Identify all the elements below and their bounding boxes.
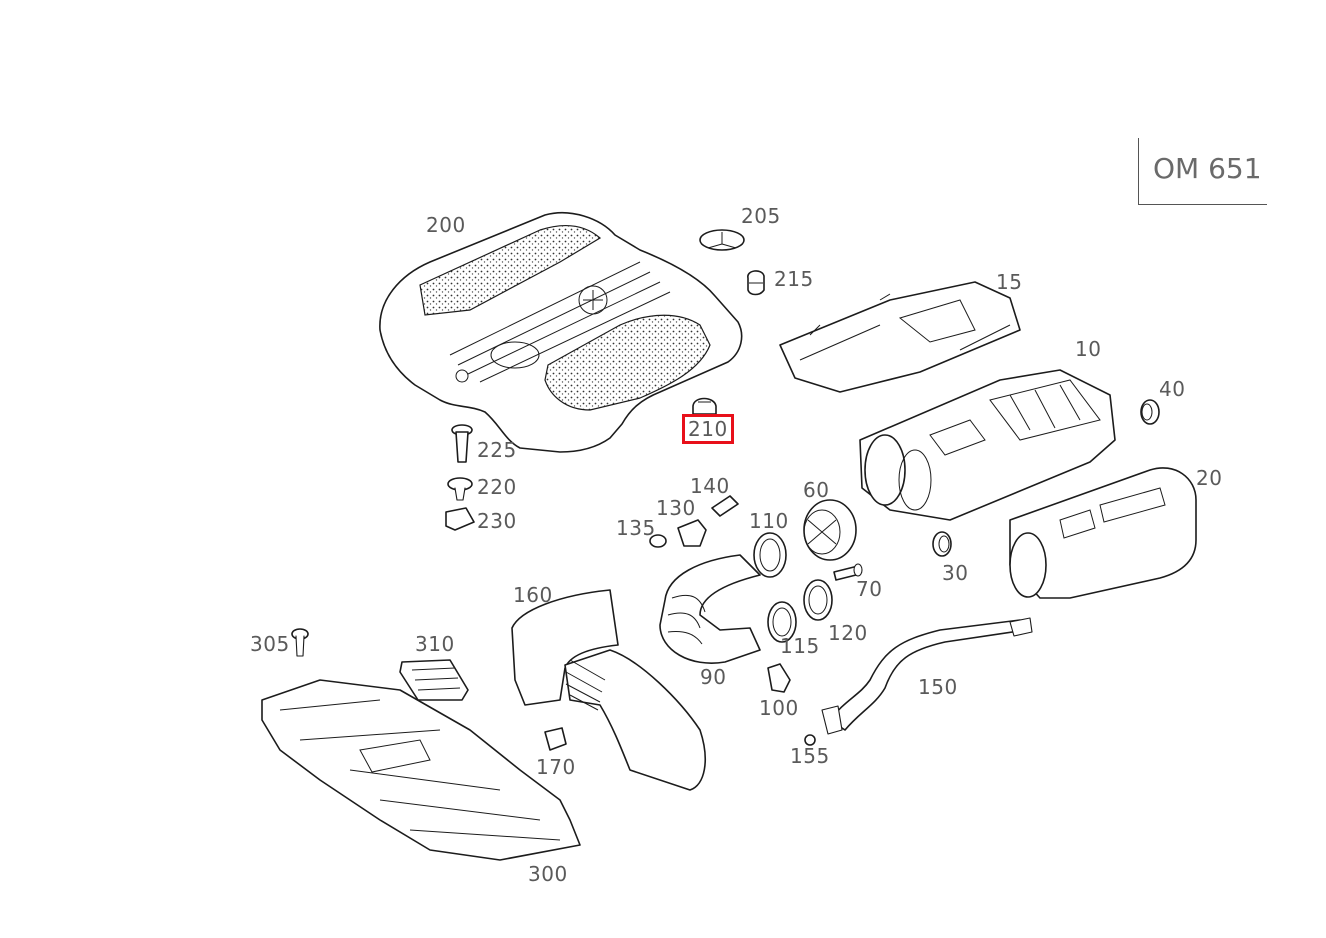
duct-clip-drawing[interactable] — [544, 727, 567, 751]
callout-310[interactable]: 310 — [415, 632, 455, 656]
o-ring-drawing[interactable] — [649, 534, 667, 548]
callout-225[interactable]: 225 — [477, 438, 517, 462]
callout-40[interactable]: 40 — [1159, 377, 1186, 401]
callout-130[interactable]: 130 — [656, 496, 696, 520]
callout-115[interactable]: 115 — [780, 634, 820, 658]
mounting-pin-drawing[interactable] — [451, 424, 473, 463]
hose-clamp-a-drawing[interactable] — [753, 532, 787, 578]
grommet-drawing[interactable] — [747, 270, 765, 296]
callout-140[interactable]: 140 — [690, 474, 730, 498]
callout-30[interactable]: 30 — [942, 561, 969, 585]
callout-305[interactable]: 305 — [250, 632, 290, 656]
air-box-drawing[interactable] — [859, 369, 1116, 521]
sealing-ring-drawing[interactable] — [767, 601, 797, 643]
hose-clamp-b-drawing[interactable] — [803, 579, 833, 621]
callout-15[interactable]: 15 — [996, 270, 1023, 294]
underbody-air-duct-drawing[interactable] — [261, 679, 581, 861]
air-box-lid-drawing[interactable] — [779, 281, 1021, 393]
callout-205[interactable]: 205 — [741, 204, 781, 228]
air-grille-drawing[interactable] — [399, 659, 469, 701]
temperature-sensor-drawing[interactable] — [767, 663, 791, 693]
sensor-plug-drawing[interactable] — [711, 495, 739, 517]
callout-110[interactable]: 110 — [749, 509, 789, 533]
push-rivet-drawing[interactable] — [291, 628, 309, 657]
clip-drawing[interactable] — [447, 477, 473, 501]
callout-150[interactable]: 150 — [918, 675, 958, 699]
callout-300[interactable]: 300 — [528, 862, 568, 886]
callout-200[interactable]: 200 — [426, 213, 466, 237]
charge-air-hose-drawing[interactable] — [659, 554, 761, 664]
cap-drawing[interactable] — [1140, 399, 1160, 425]
bracket-clip-drawing[interactable] — [445, 507, 475, 531]
callout-100[interactable]: 100 — [759, 696, 799, 720]
intake-duct-drawing[interactable] — [511, 589, 706, 791]
air-filter-element-drawing[interactable] — [1009, 467, 1197, 599]
seal-ring-drawing[interactable] — [932, 531, 952, 557]
engine-code-label: OM 651 — [1153, 152, 1262, 185]
rubber-mount-drawing[interactable] — [692, 397, 717, 415]
callout-210-selected[interactable]: 210 — [682, 414, 734, 444]
callout-155[interactable]: 155 — [790, 744, 830, 768]
callout-120[interactable]: 120 — [828, 621, 868, 645]
callout-220[interactable]: 220 — [477, 475, 517, 499]
pressure-sensor-drawing[interactable] — [677, 519, 707, 547]
callout-230[interactable]: 230 — [477, 509, 517, 533]
callout-20[interactable]: 20 — [1196, 466, 1223, 490]
star-emblem-drawing[interactable] — [699, 229, 745, 251]
hose-clip-drawing[interactable] — [804, 705, 843, 746]
air-mass-sensor-drawing[interactable] — [803, 499, 857, 561]
callout-70[interactable]: 70 — [856, 577, 883, 601]
screw-drawing[interactable] — [833, 563, 863, 581]
callout-170[interactable]: 170 — [536, 755, 576, 779]
callout-90[interactable]: 90 — [700, 665, 727, 689]
engine-cover-drawing[interactable] — [379, 211, 743, 453]
callout-135[interactable]: 135 — [616, 516, 656, 540]
callout-10[interactable]: 10 — [1075, 337, 1102, 361]
callout-60[interactable]: 60 — [803, 478, 830, 502]
vent-pipe-drawing[interactable] — [829, 617, 1033, 731]
callout-215[interactable]: 215 — [774, 267, 814, 291]
callout-160[interactable]: 160 — [513, 583, 553, 607]
engine-code-badge: OM 651 — [1138, 138, 1267, 205]
